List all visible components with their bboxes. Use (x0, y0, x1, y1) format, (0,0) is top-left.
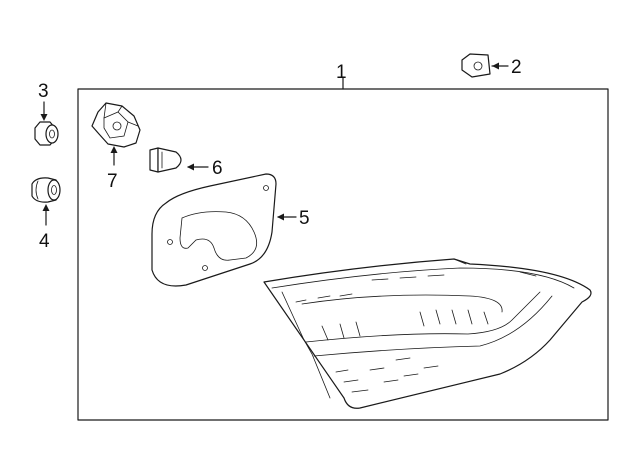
callout-7-arrowhead (110, 146, 118, 153)
part-7-socket (91, 102, 141, 148)
callout-6-arrowhead (187, 163, 194, 171)
callout-4: 4 (39, 231, 50, 252)
part-3-nut (34, 121, 59, 146)
callout-2-arrowhead (492, 62, 499, 70)
callout-2: 2 (511, 57, 522, 78)
callout-5-arrowhead (277, 213, 284, 221)
callout-7: 7 (107, 171, 118, 192)
part-5-gasket (151, 173, 277, 287)
callout-3: 3 (38, 81, 49, 102)
part-6-bulb (149, 147, 182, 173)
callout-6: 6 (212, 158, 223, 179)
callout-3-arrowhead (40, 114, 48, 121)
callout-4-arrowhead (42, 204, 50, 211)
callout-1: 1 (336, 62, 347, 83)
callout-5: 5 (299, 208, 310, 229)
part-2-clip (461, 53, 491, 78)
part-1-lamp-assembly (263, 258, 592, 409)
part-4-grommet (31, 177, 61, 203)
